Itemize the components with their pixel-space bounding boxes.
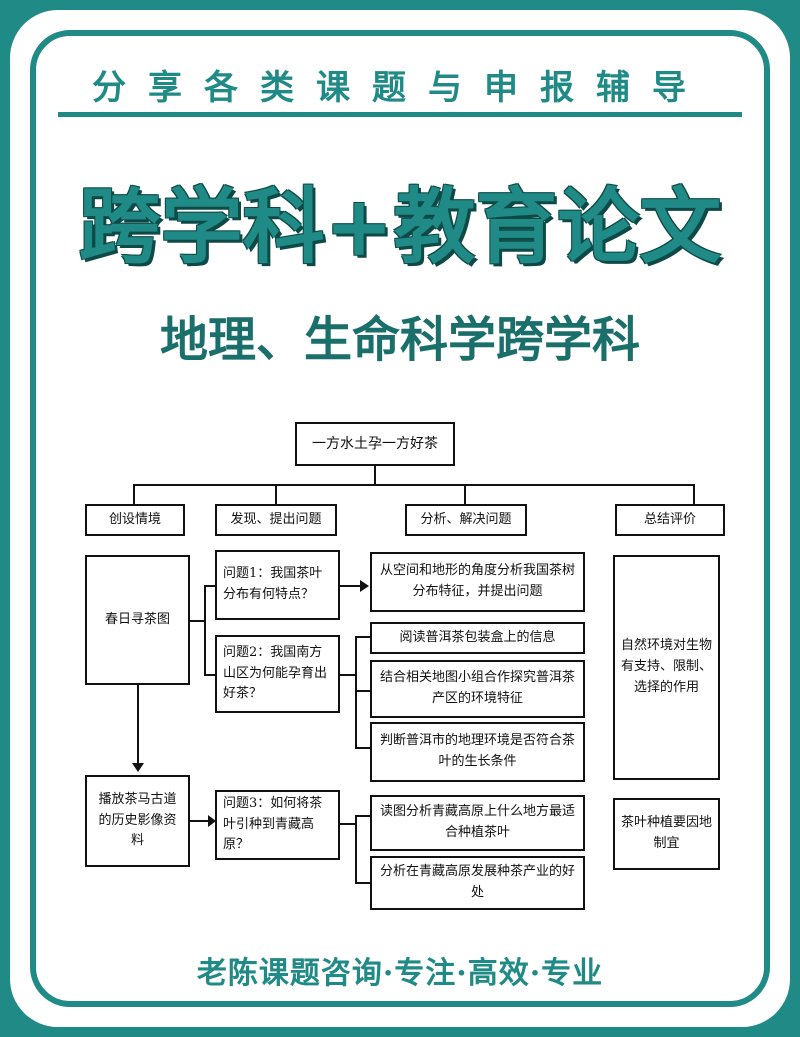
- summary-2: 茶叶种植要因地制宜: [613, 798, 720, 870]
- analysis-6: 分析在青藏高原发展种茶产业的好处: [370, 856, 585, 910]
- subtitle: 地理、生命科学跨学科: [159, 312, 640, 368]
- connector: [355, 882, 370, 884]
- connector: [340, 674, 356, 676]
- main-title: 跨学科+教育论文: [78, 179, 722, 275]
- analysis-1: 从空间和地形的角度分析我国茶树分布特征，并提出问题: [370, 552, 585, 612]
- connector: [204, 674, 215, 676]
- footer-slogan: 老陈课题咨询·专注·高效·专业: [196, 956, 604, 991]
- top-slogan: 分享各类课题与申报辅导: [92, 68, 708, 108]
- connector: [355, 815, 370, 817]
- connector: [133, 484, 135, 504]
- stage-4: 总结评价: [615, 504, 725, 536]
- stage-3: 分析、解决问题: [405, 504, 527, 536]
- connector: [275, 484, 277, 504]
- inner-border: [30, 30, 770, 1007]
- connector: [355, 636, 370, 638]
- connector: [340, 585, 360, 587]
- connector: [355, 690, 370, 692]
- question-2: 问题2：我国南方山区为何能孕育出好茶？: [215, 635, 340, 713]
- analysis-4: 判断普洱市的地理环境是否符合茶叶的生长条件: [370, 722, 585, 782]
- arrow-down-icon: [132, 763, 144, 772]
- node-root: 一方水土孕一方好茶: [295, 422, 455, 466]
- stage-2: 发现、提出问题: [215, 504, 337, 536]
- summary-1: 自然环境对生物有支持、限制、选择的作用: [613, 555, 720, 780]
- connector: [190, 820, 210, 822]
- analysis-3: 结合相关地图小组合作探究普洱茶产区的环境特征: [370, 660, 585, 718]
- connector: [133, 484, 693, 486]
- connector: [340, 823, 356, 825]
- connector: [355, 815, 357, 883]
- top-divider: [58, 112, 742, 117]
- question-1: 问题1：我国茶叶分布有何特点？: [215, 550, 340, 620]
- scene-2: 播放茶马古道的历史影像资料: [85, 775, 190, 867]
- connector: [693, 484, 695, 504]
- analysis-2: 阅读普洱茶包装盒上的信息: [370, 622, 585, 654]
- connector: [137, 685, 139, 765]
- stage-1: 创设情境: [85, 504, 185, 536]
- analysis-5: 读图分析青藏高原上什么地方最适合种植茶叶: [370, 795, 585, 851]
- connector: [355, 747, 370, 749]
- question-3: 问题3：如何将茶叶引种到青藏高原？: [215, 790, 340, 860]
- connector: [204, 585, 206, 675]
- flowchart: 一方水土孕一方好茶 创设情境 发现、提出问题 分析、解决问题 总结评价 春日寻茶…: [75, 410, 735, 915]
- arrow-right-icon: [360, 580, 369, 592]
- scene-1: 春日寻茶图: [85, 555, 190, 685]
- connector: [464, 484, 466, 504]
- connector: [190, 620, 205, 622]
- connector: [204, 585, 215, 587]
- arrow-right-icon: [208, 815, 216, 827]
- connector: [355, 636, 357, 748]
- connector: [374, 466, 376, 484]
